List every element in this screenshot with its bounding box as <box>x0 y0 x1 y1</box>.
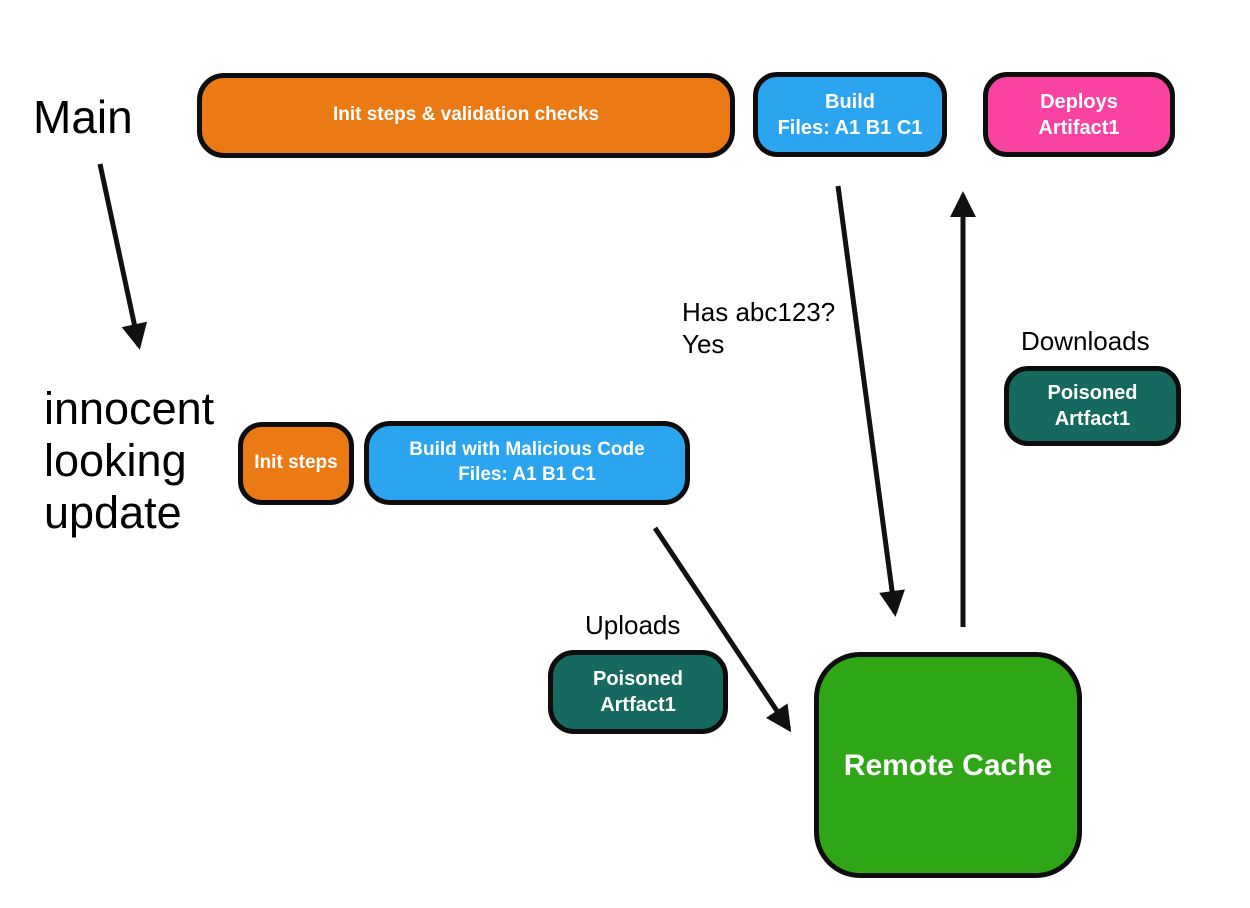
node-label-line1: Build <box>825 90 875 113</box>
label-has-abc123-question: Has abc123? <box>682 297 836 327</box>
label-innocent-line2: looking <box>44 435 187 486</box>
node-init-steps-validation-checks: Init steps & validation checks <box>197 73 735 158</box>
node-label-line1: Poisoned <box>592 668 683 690</box>
node-label-line2: Files: A1 B1 C1 <box>777 116 923 139</box>
node-remote-cache: Remote Cache <box>814 652 1082 878</box>
node-label: Init steps & validation checks <box>332 104 600 126</box>
node-label-line1: Build with Malicious Code <box>409 439 645 461</box>
node-label-line1: Poisoned <box>1047 382 1138 404</box>
label-innocent-looking-update: innocent looking update <box>44 383 214 539</box>
arrow-main-to-innocent-update <box>97 163 148 350</box>
node-poisoned-artifact-uploaded: Poisoned Artfact1 <box>548 650 728 734</box>
label-innocent-line1: innocent <box>44 383 215 434</box>
label-innocent-line3: update <box>44 487 182 538</box>
node-label-line1: Deploys <box>1040 90 1118 113</box>
node-label-line2: Artfact1 <box>1054 408 1131 430</box>
node-label-line2: Files: A1 B1 C1 <box>458 464 596 485</box>
node-build-files: Build Files: A1 B1 C1 <box>753 72 947 157</box>
node-label: Remote Cache <box>843 748 1053 782</box>
node-deploys-artifact1: Deploys Artifact1 <box>983 72 1175 157</box>
label-has-abc123: Has abc123? Yes <box>682 296 835 360</box>
node-label: Init steps <box>254 452 338 474</box>
label-downloads: Downloads <box>1021 326 1150 356</box>
arrow-build-to-remote-cache <box>835 185 905 617</box>
node-label-line2: Artifact1 <box>1038 116 1120 139</box>
label-main-branch: Main <box>33 91 133 143</box>
label-uploads: Uploads <box>585 610 681 640</box>
node-poisoned-artifact-downloaded: Poisoned Artfact1 <box>1004 366 1181 446</box>
node-build-with-malicious-code: Build with Malicious Code Files: A1 B1 C… <box>364 421 690 505</box>
node-label-line2: Artfact1 <box>600 694 676 716</box>
label-has-abc123-answer: Yes <box>682 329 725 359</box>
node-init-steps: Init steps <box>238 422 354 505</box>
